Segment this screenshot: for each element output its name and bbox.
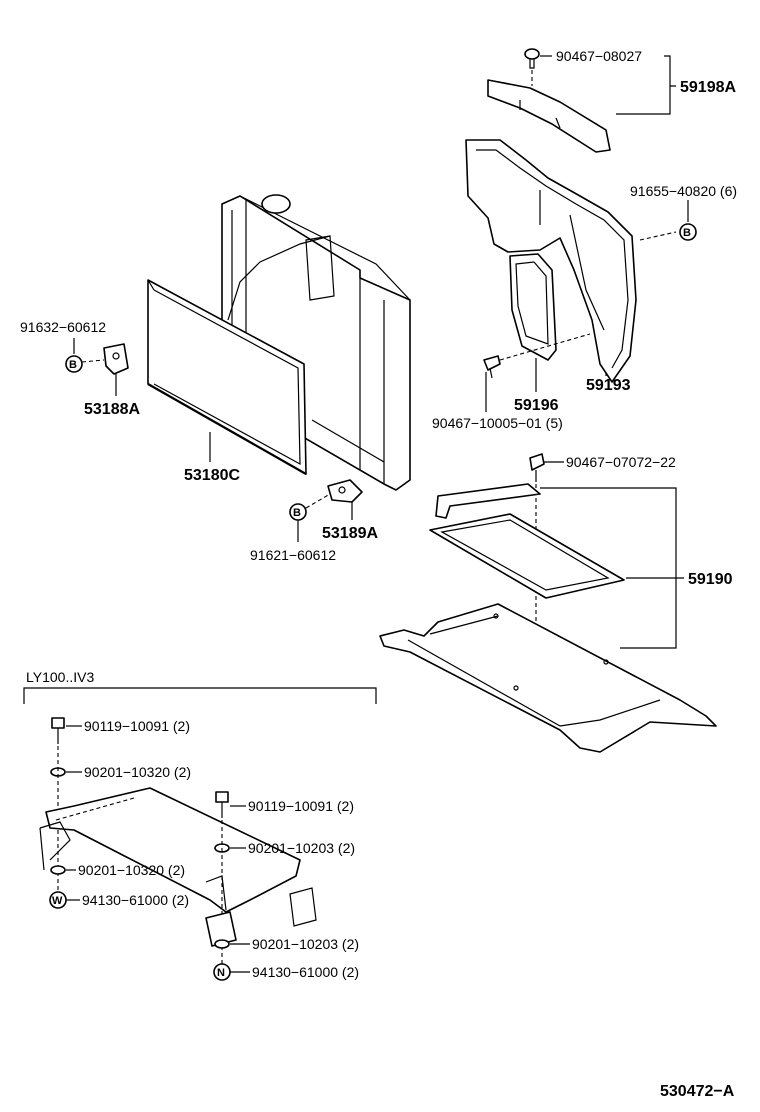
cover-bracket-59190 [435,483,541,519]
label-53180C: 53180C [184,467,240,484]
label-90119-10091-b: 90119−10091 (2) [248,798,354,814]
label-59196: 59196 [514,397,559,414]
svg-text:W: W [52,895,63,907]
clip-90467-08027 [524,48,540,86]
bracket-59198A [487,79,611,153]
label-94130-61000-b: 94130−61000 (2) [252,964,359,980]
label-91632-60612: 91632−60612 [20,319,106,335]
n-circle-marker-icon: N [213,963,231,981]
b-circle-marker-icon: B [65,355,83,373]
insulator [205,887,317,947]
label-90467-07072: 90467−07072−22 [566,454,676,470]
radiator-hose [227,235,331,321]
mount-bracket [39,787,301,913]
label-59193: 59193 [586,377,631,394]
bracket-53188A [103,343,129,375]
label-59198A: 59198A [680,79,736,96]
label-90119-10091-a: 90119−10091 (2) [84,718,190,734]
dash-91655-40820 [639,231,677,241]
cover-frame-59190 [429,513,625,599]
dash-clip-seal [499,333,591,361]
svg-text:B: B [683,227,691,239]
bracket-leader-59198A [616,55,676,115]
label-90201-10320-a: 90201−10320 (2) [84,764,191,780]
washer-90201-10320-b [50,865,66,875]
label-91655-40820: 91655−40820 (6) [630,183,737,199]
seal-59196 [509,253,557,361]
clip-90467-10005 [483,355,501,379]
label-90201-10203-a: 90201−10203 (2) [248,840,355,856]
bolt-90119-a [51,717,65,744]
condenser-53180C [147,279,307,475]
label-90201-10203-b: 90201−10203 (2) [252,936,359,952]
b-circle-marker-icon: B [679,223,697,241]
label-94130-61000-a: 94130−61000 (2) [82,892,189,908]
figure-id: 530472−A [660,1083,735,1100]
clip-90467-07072 [529,453,545,482]
svg-text:N: N [217,967,225,979]
svg-text:B: B [293,507,301,519]
label-90201-10320-b: 90201−10320 (2) [78,862,185,878]
under-cover-59190 [379,603,717,753]
variant-box [23,687,377,704]
label-53189A: 53189A [322,525,378,542]
dash-53189A [305,493,331,509]
variant-label: LY100..IV3 [26,669,94,685]
bolt-90119-b [215,791,229,818]
label-90467-10005: 90467−10005−01 (5) [432,415,563,431]
b-circle-marker-icon: B [289,503,307,521]
label-53188A: 53188A [84,401,140,418]
label-59190: 59190 [688,571,733,588]
label-91621-60612: 91621−60612 [250,547,336,563]
svg-text:B: B [69,359,77,371]
w-circle-marker-icon: W [49,891,67,909]
bracket-53189A [327,479,363,503]
leader-59190 [540,487,684,649]
label-90467-08027: 90467−08027 [556,48,642,64]
washer-90201-10203-b [214,939,230,949]
dash-53188A [81,359,105,363]
